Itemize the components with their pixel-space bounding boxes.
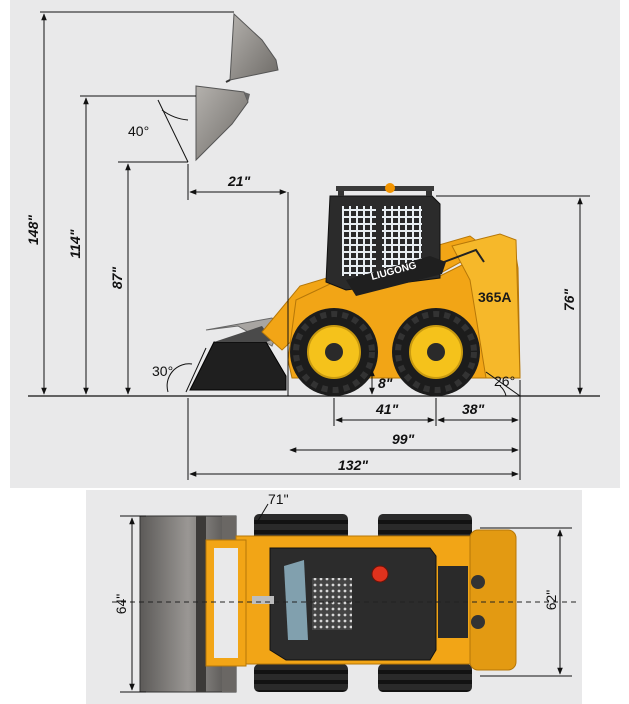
bucket-raised-dump <box>195 85 250 162</box>
svg-text:71": 71" <box>268 491 289 507</box>
tires-top <box>254 514 472 692</box>
dim-height-dump-pin: 114" <box>67 95 196 395</box>
front-wheel <box>290 308 378 396</box>
bucket-raised-max <box>225 12 279 83</box>
dim-rear-overhang: 38" <box>437 380 521 480</box>
dim-length-with-bucket: 132" <box>187 398 519 480</box>
rear-wheel <box>392 308 480 396</box>
svg-text:64": 64" <box>113 594 129 615</box>
svg-text:40°: 40° <box>128 123 149 139</box>
skid-steer-top <box>205 529 517 671</box>
svg-text:87": 87" <box>109 267 125 290</box>
dim-ground-clearance: 8" <box>369 369 393 395</box>
dim-length-no-bucket: 99" <box>289 431 519 453</box>
dim-rollback-angle: 30° <box>152 347 207 393</box>
svg-text:21": 21" <box>227 173 251 189</box>
svg-text:99": 99" <box>392 431 415 447</box>
dim-wheelbase: 41" <box>333 398 437 426</box>
svg-text:132": 132" <box>338 457 368 473</box>
svg-text:8": 8" <box>378 375 393 391</box>
model-label: 365A <box>478 289 511 305</box>
side-view-panel <box>10 0 620 488</box>
dim-height-max: 148" <box>25 11 234 395</box>
dim-dump-reach: 21" <box>187 164 289 396</box>
svg-text:148": 148" <box>25 215 41 245</box>
svg-text:38": 38" <box>462 401 485 417</box>
bucket-lowered <box>189 317 287 391</box>
dim-bucket-width: 71" <box>255 491 289 525</box>
svg-text:26°: 26° <box>494 373 515 389</box>
dim-overall-height: 76" <box>436 195 590 395</box>
dim-tread-width: 62" <box>480 527 572 677</box>
dim-height-dump-clearance: 87" <box>109 161 188 395</box>
svg-text:62": 62" <box>543 590 559 611</box>
svg-text:41": 41" <box>375 401 399 417</box>
dim-dump-angle: 40° <box>128 99 189 163</box>
svg-text:114": 114" <box>67 229 83 258</box>
dim-width-over-tires: 64" <box>113 515 146 693</box>
svg-text:76": 76" <box>561 289 577 312</box>
svg-text:30°: 30° <box>152 363 173 379</box>
dim-departure-angle: 26° <box>485 371 521 397</box>
